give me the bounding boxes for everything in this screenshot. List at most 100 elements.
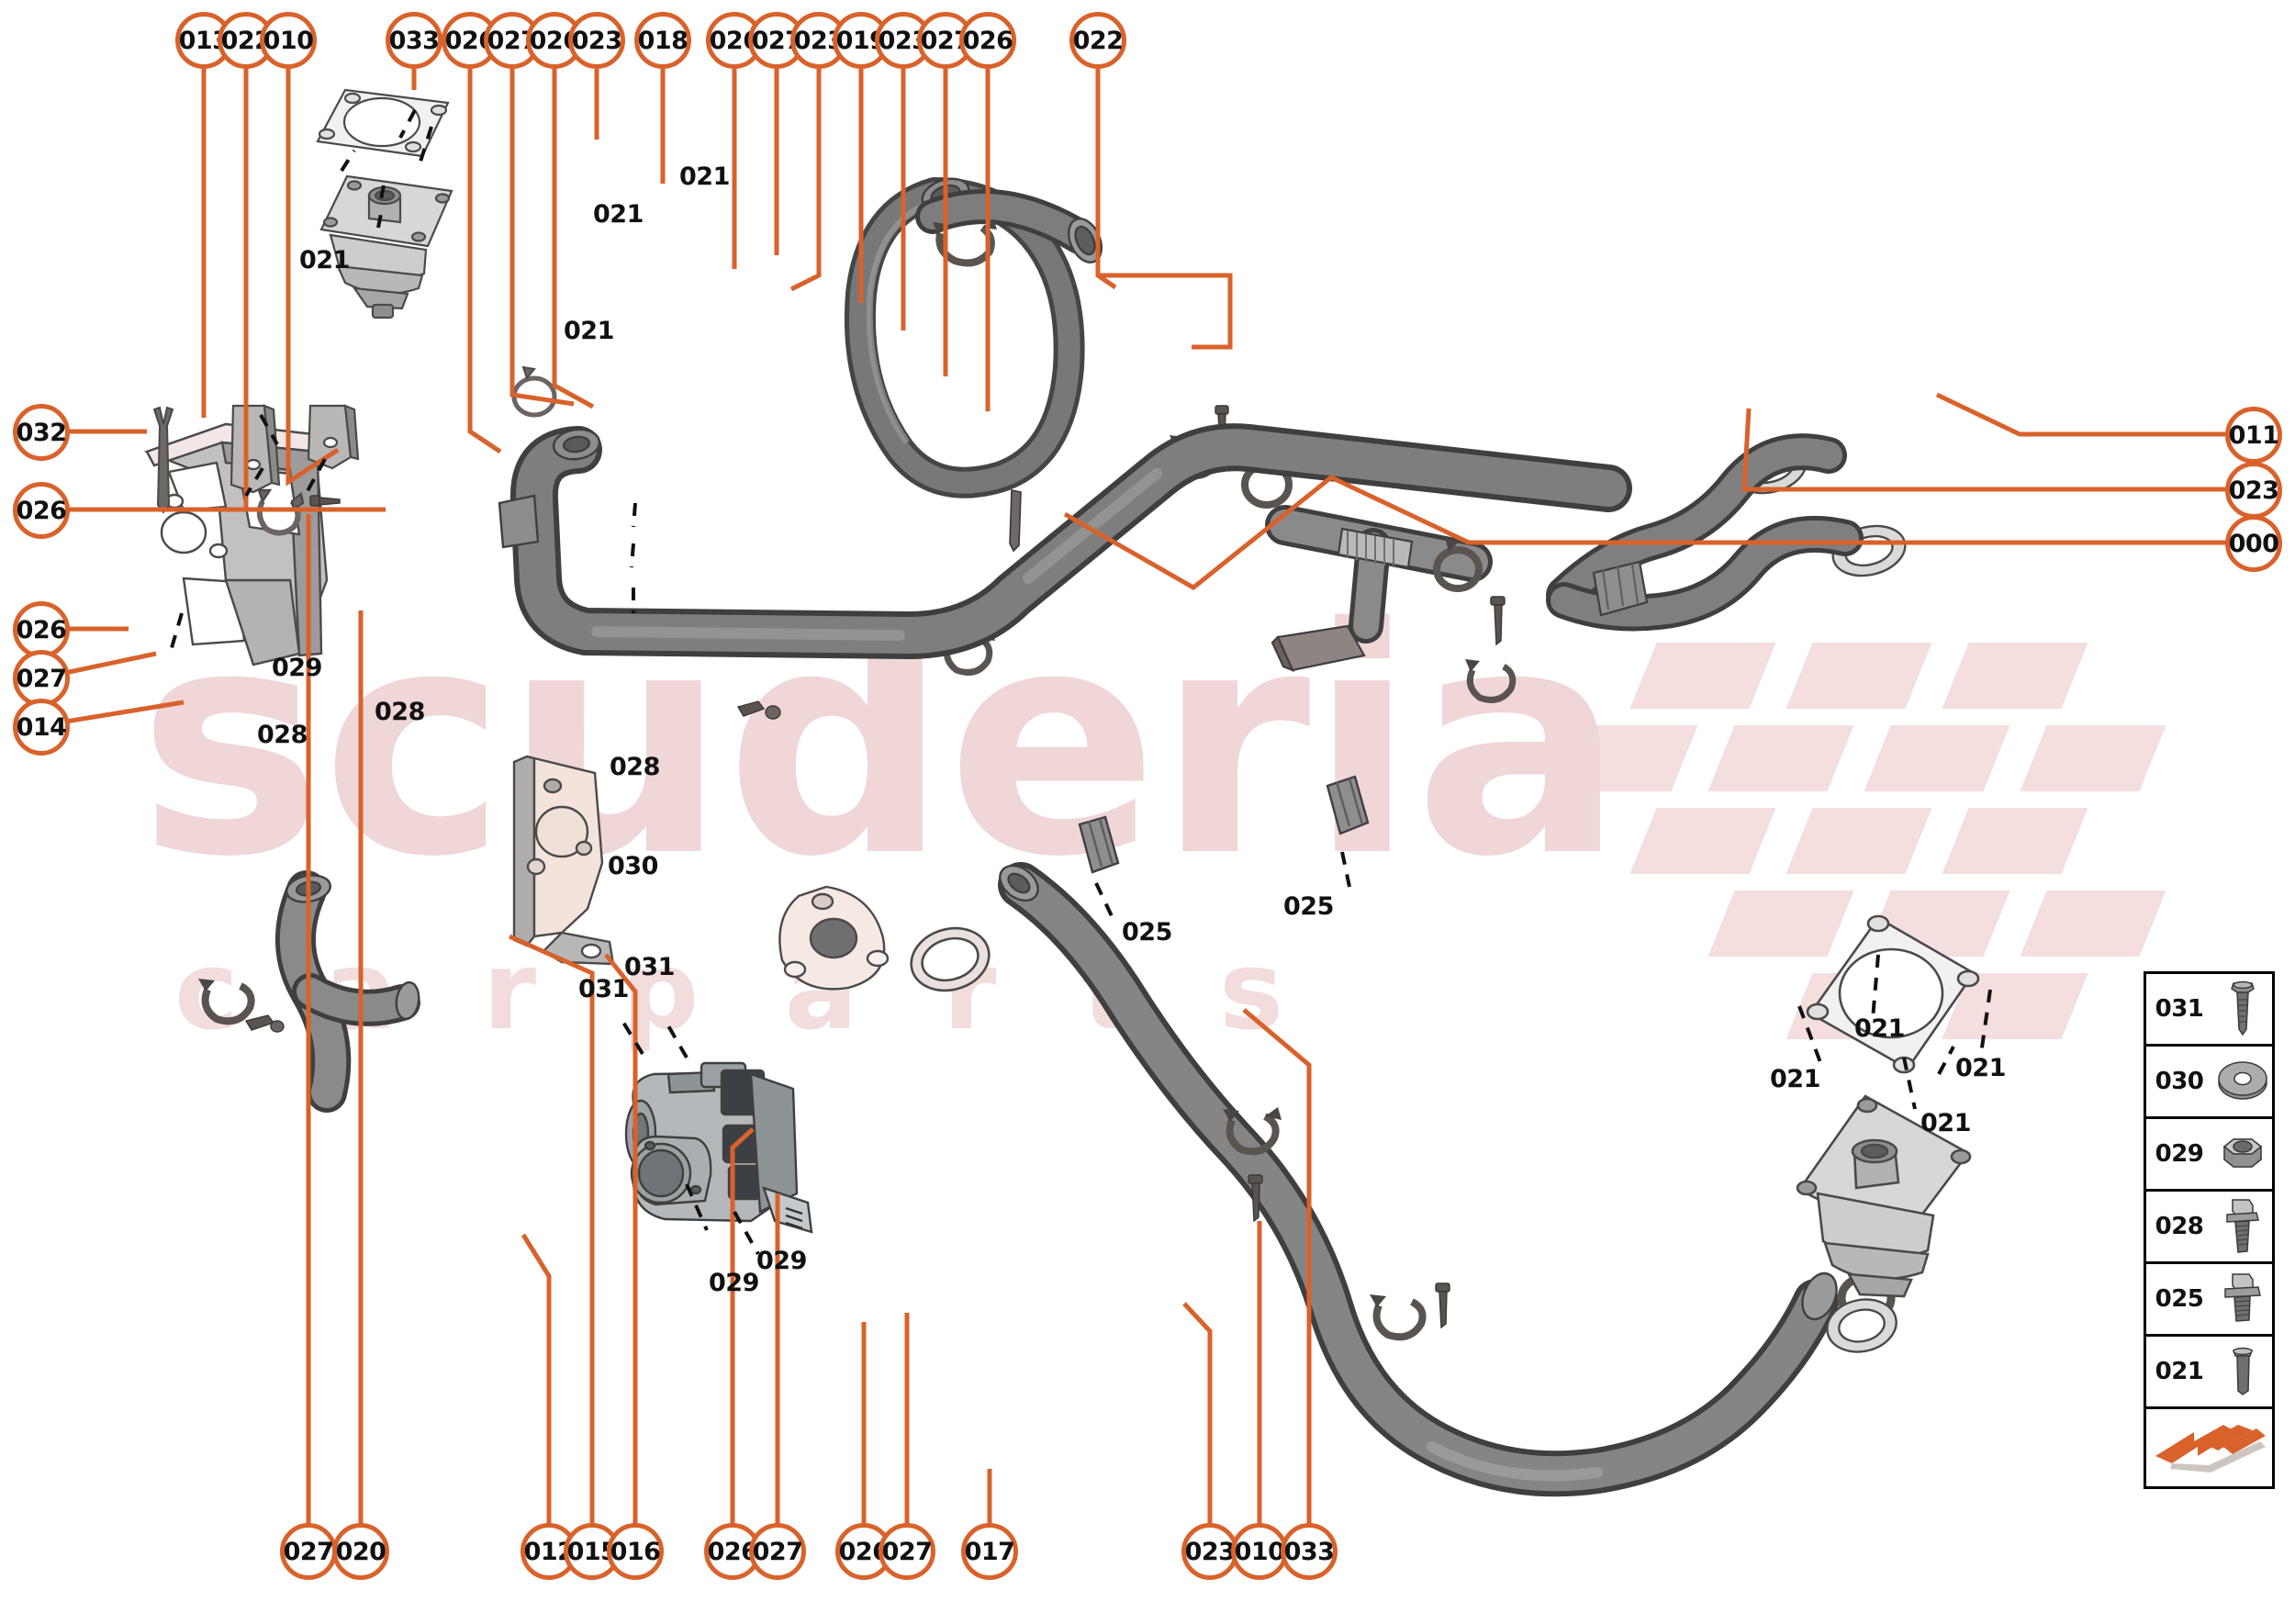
callout-020[interactable]: 020 bbox=[332, 1523, 389, 1580]
annotation-029-bracket: 029 bbox=[272, 654, 322, 682]
annotation-label: 030 bbox=[608, 852, 658, 880]
annotation-031-b: 031 bbox=[624, 953, 675, 981]
callout-label: 022 bbox=[1072, 26, 1124, 55]
legend-row-025[interactable]: 025 bbox=[2146, 1264, 2272, 1337]
annotation-label: 029 bbox=[272, 654, 322, 682]
callout-label: 033 bbox=[1283, 1537, 1335, 1566]
annotation-021-br-a: 021 bbox=[1770, 1065, 1820, 1093]
part-main-pipe-000 bbox=[498, 423, 1632, 659]
callout-014[interactable]: 014 bbox=[13, 699, 70, 756]
annotation-021-br-c: 021 bbox=[1955, 1054, 2006, 1082]
callout-label: 027 bbox=[283, 1537, 334, 1566]
part-clamp-025-right bbox=[1326, 775, 1370, 835]
callout-label: 010 bbox=[263, 26, 314, 55]
callout-022-top-right[interactable]: 022 bbox=[1069, 12, 1126, 69]
annotation-label: 021 bbox=[679, 162, 730, 191]
part-connector-lower-019 bbox=[1271, 624, 1366, 673]
part-screw-027g bbox=[1435, 1282, 1450, 1329]
callout-label: 017 bbox=[964, 1537, 1015, 1566]
annotation-label: 025 bbox=[1122, 918, 1172, 946]
annotation-021-1: 021 bbox=[593, 200, 644, 229]
legend-row-028[interactable]: 028 bbox=[2146, 1192, 2272, 1264]
part-lower-hose-017 bbox=[998, 862, 1839, 1497]
callout-label: 033 bbox=[388, 26, 440, 55]
annotation-label: 021 bbox=[1770, 1065, 1820, 1093]
part-clamp-026d bbox=[1465, 659, 1517, 703]
callout-label: 026 bbox=[962, 26, 1013, 55]
part-stud-inside-loop bbox=[1009, 489, 1022, 553]
callout-label: 027 bbox=[881, 1537, 933, 1566]
annotation-028-mount: 028 bbox=[610, 753, 660, 781]
callout-018[interactable]: 018 bbox=[634, 12, 691, 69]
callout-label: 027 bbox=[752, 1537, 803, 1566]
callout-026-top-d[interactable]: 026 bbox=[959, 12, 1016, 69]
annotation-label: 021 bbox=[1854, 1014, 1905, 1043]
annotation-031-a: 031 bbox=[578, 975, 629, 1003]
legend-row-030[interactable]: 030 bbox=[2146, 1047, 2272, 1119]
callout-027-bottom-c[interactable]: 027 bbox=[879, 1523, 935, 1580]
callout-017[interactable]: 017 bbox=[961, 1523, 1018, 1580]
part-screw-027c bbox=[1490, 596, 1506, 646]
annotation-030-mount: 030 bbox=[608, 852, 658, 880]
part-flange-gasket-015 bbox=[778, 885, 890, 991]
racing-flag-arrow-icon bbox=[2146, 1409, 2272, 1486]
bolt-flange-long-icon bbox=[2212, 974, 2272, 1044]
annotation-label: 021 bbox=[1955, 1054, 2006, 1082]
annotation-label: 021 bbox=[299, 246, 350, 274]
part-thermostat-housing-bottom-right bbox=[1796, 1094, 1972, 1298]
callout-label: 010 bbox=[1234, 1537, 1285, 1566]
annotation-021-br-b: 021 bbox=[1854, 1014, 1905, 1043]
annotation-021-2: 021 bbox=[299, 246, 350, 274]
callout-label: 023 bbox=[1184, 1537, 1236, 1566]
annotation-label: 021 bbox=[1920, 1109, 1971, 1137]
annotation-label: 025 bbox=[1283, 892, 1334, 921]
part-pin-026a bbox=[736, 700, 781, 720]
callout-023-bottom[interactable]: 023 bbox=[1181, 1523, 1238, 1580]
callout-label: 016 bbox=[610, 1537, 661, 1566]
legend-row-arrow[interactable] bbox=[2146, 1409, 2272, 1486]
callout-012[interactable]: 012 bbox=[521, 1523, 577, 1580]
part-clamp-026h bbox=[1370, 1294, 1427, 1341]
callout-033-bottom[interactable]: 033 bbox=[1281, 1523, 1338, 1580]
callout-016[interactable]: 016 bbox=[607, 1523, 664, 1580]
annotation-028-bracket-left: 028 bbox=[257, 721, 308, 749]
annotation-025-right: 025 bbox=[1283, 892, 1334, 921]
annotation-label: 029 bbox=[709, 1269, 759, 1297]
fasteners-legend: 031 030 bbox=[2144, 971, 2275, 1489]
callout-023-top-a[interactable]: 023 bbox=[568, 12, 625, 69]
annotation-label: 029 bbox=[756, 1247, 807, 1275]
annotation-label: 021 bbox=[593, 200, 644, 229]
annotation-label: 021 bbox=[564, 317, 614, 345]
washer-icon bbox=[2212, 1047, 2272, 1116]
annotation-025-left: 025 bbox=[1122, 918, 1172, 946]
legend-row-021[interactable]: 021 bbox=[2146, 1337, 2272, 1409]
callout-010-top[interactable]: 010 bbox=[260, 12, 317, 69]
part-seal-ring-016 bbox=[910, 926, 991, 992]
callout-033-top[interactable]: 033 bbox=[386, 12, 442, 69]
annotation-028-bracket-right: 028 bbox=[375, 698, 425, 726]
part-pin-027d bbox=[244, 1014, 285, 1033]
annotation-021-br-d: 021 bbox=[1920, 1109, 1971, 1137]
legend-label-029: 029 bbox=[2155, 1140, 2204, 1168]
annotation-label: 031 bbox=[624, 953, 675, 981]
legend-label-028: 028 bbox=[2155, 1213, 2204, 1240]
hex-bolt-short-icon bbox=[2212, 1264, 2272, 1334]
annotation-label: 028 bbox=[610, 753, 660, 781]
legend-row-031[interactable]: 031 bbox=[2146, 974, 2272, 1047]
legend-label-030: 030 bbox=[2155, 1068, 2204, 1095]
legend-label-031: 031 bbox=[2155, 995, 2204, 1023]
callout-027-bottom-b[interactable]: 027 bbox=[749, 1523, 806, 1580]
callout-032[interactable]: 032 bbox=[13, 404, 70, 461]
part-clamp-026f bbox=[198, 979, 255, 1025]
legend-label-025: 025 bbox=[2155, 1285, 2204, 1313]
annotation-021-3: 021 bbox=[679, 162, 730, 191]
part-seal-ring-bottom-right bbox=[1826, 1298, 1898, 1353]
annotation-label: 031 bbox=[578, 975, 629, 1003]
annotation-029-pump-b: 029 bbox=[756, 1247, 807, 1275]
part-clip-032 bbox=[152, 406, 174, 514]
part-branch-pipe-018 bbox=[915, 189, 1103, 263]
legend-row-029[interactable]: 029 bbox=[2146, 1119, 2272, 1192]
hex-nut-flange-icon bbox=[2212, 1119, 2272, 1189]
